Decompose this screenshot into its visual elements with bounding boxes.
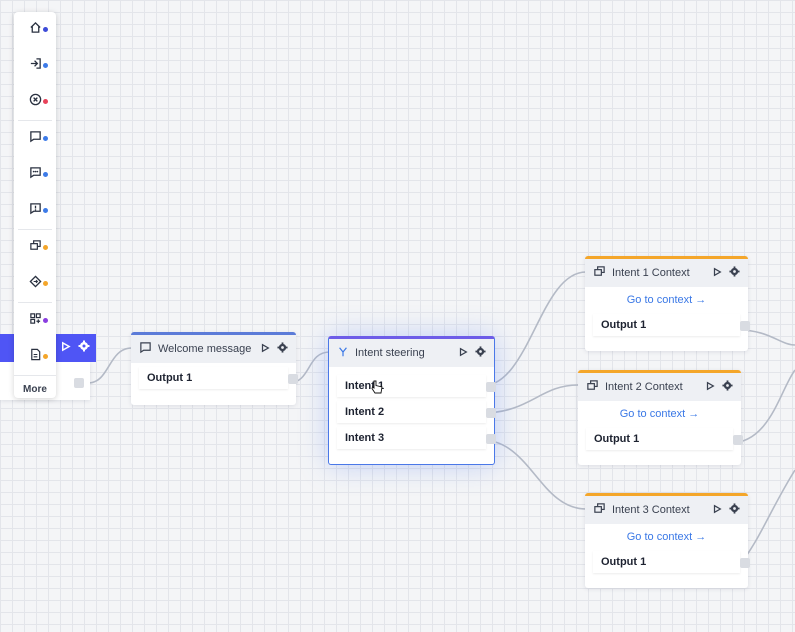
intent-port[interactable] (486, 408, 496, 418)
node-header[interactable]: Intent 3 Context (585, 496, 748, 524)
intent-port[interactable] (486, 382, 496, 392)
gear-icon[interactable] (729, 266, 740, 280)
play-icon[interactable] (705, 381, 715, 394)
chat-icon (29, 130, 42, 148)
intent-row: Intent 1 (337, 375, 496, 397)
toolbar-layers[interactable] (14, 230, 56, 266)
output-label: Output 1 (594, 433, 640, 445)
play-icon[interactable] (712, 267, 722, 280)
toolbar-grid-add[interactable] (14, 303, 56, 339)
node-intent-2-context[interactable]: Intent 2 Context Go to context → Output … (578, 370, 743, 465)
node-title: Intent steering (355, 347, 425, 359)
output-row: Output 1 (593, 551, 750, 573)
toolbar-enter[interactable] (14, 48, 56, 84)
node-header[interactable]: Intent steering (329, 339, 494, 367)
intent-row: Intent 2 (337, 401, 496, 423)
toolbar-chat[interactable] (14, 121, 56, 157)
enter-icon (29, 57, 42, 75)
output-row: Output 1 (139, 367, 298, 389)
close-circle-icon (29, 93, 42, 111)
output-label: Output 1 (147, 372, 193, 384)
layers-icon (593, 502, 606, 518)
play-icon[interactable] (458, 347, 468, 360)
wire-start-to-welcome (87, 347, 133, 384)
go-to-context-link[interactable]: Go to context → (619, 408, 700, 420)
output-label: Output 1 (601, 319, 647, 331)
go-to-context-link[interactable]: Go to context → (626, 531, 707, 543)
arrow-right-icon: → (695, 294, 707, 306)
play-icon[interactable] (712, 504, 722, 517)
output-port[interactable] (288, 374, 298, 384)
play-icon[interactable] (60, 339, 71, 357)
node-title: Intent 3 Context (612, 504, 690, 516)
node-intent-3-context[interactable]: Intent 3 Context Go to context → Output … (585, 493, 750, 588)
document-icon (29, 348, 42, 366)
layers-icon (586, 379, 599, 395)
gear-icon[interactable] (729, 503, 740, 517)
block-toolbar: More (14, 12, 56, 398)
gear-icon[interactable] (78, 339, 90, 357)
toolbar-close[interactable] (14, 84, 56, 120)
layers-icon (29, 239, 42, 257)
intent-label: Intent 2 (345, 406, 385, 418)
toolbar-diamond[interactable] (14, 266, 56, 302)
toolbar-chat-dots[interactable] (14, 157, 56, 193)
node-header[interactable]: Intent 2 Context (578, 373, 741, 401)
play-icon[interactable] (260, 343, 270, 356)
toolbar-chat-alert[interactable] (14, 193, 56, 229)
arrow-right-icon: → (695, 531, 707, 543)
gear-icon[interactable] (722, 380, 733, 394)
branch-icon (337, 346, 349, 361)
node-intent-1-context[interactable]: Intent 1 Context Go to context → Output … (585, 256, 750, 351)
output-port[interactable] (740, 558, 750, 568)
hand-cursor-icon (371, 380, 383, 397)
node-header[interactable]: Intent 1 Context (585, 259, 748, 287)
start-output-port[interactable] (74, 378, 84, 388)
output-label: Output 1 (601, 556, 647, 568)
intent-row: Intent 3 (337, 427, 496, 449)
node-title: Welcome message (158, 343, 252, 355)
node-title: Intent 1 Context (612, 267, 690, 279)
home-icon (29, 21, 42, 39)
toolbar-home[interactable] (14, 12, 56, 48)
output-port[interactable] (740, 321, 750, 331)
chat-dots-icon (29, 166, 42, 184)
grid-add-icon (29, 312, 42, 330)
output-row: Output 1 (593, 314, 750, 336)
go-to-context-link[interactable]: Go to context → (626, 294, 707, 306)
output-row: Output 1 (586, 428, 743, 450)
node-header[interactable]: Welcome message (131, 335, 296, 363)
intent-label: Intent 3 (345, 432, 385, 444)
arrow-right-icon: → (688, 408, 700, 420)
node-title: Intent 2 Context (605, 381, 683, 393)
gear-icon[interactable] (475, 346, 486, 360)
wire-intent2-to-ctx2 (481, 384, 579, 414)
chat-icon (139, 341, 152, 357)
node-intent-steering[interactable]: Intent steering Intent 1 Intent 2 Intent… (328, 336, 496, 465)
toolbar-more-button[interactable]: More (14, 375, 56, 402)
output-port[interactable] (733, 435, 743, 445)
wire-intent1-to-ctx1 (481, 271, 587, 387)
diamond-icon (28, 275, 42, 293)
intent-port[interactable] (486, 434, 496, 444)
layers-icon (593, 265, 606, 281)
chat-alert-icon (29, 202, 42, 220)
toolbar-document[interactable] (14, 339, 56, 375)
wire-intent3-to-ctx3 (481, 439, 587, 510)
node-welcome-message[interactable]: Welcome message Output 1 (131, 332, 298, 405)
gear-icon[interactable] (277, 342, 288, 356)
